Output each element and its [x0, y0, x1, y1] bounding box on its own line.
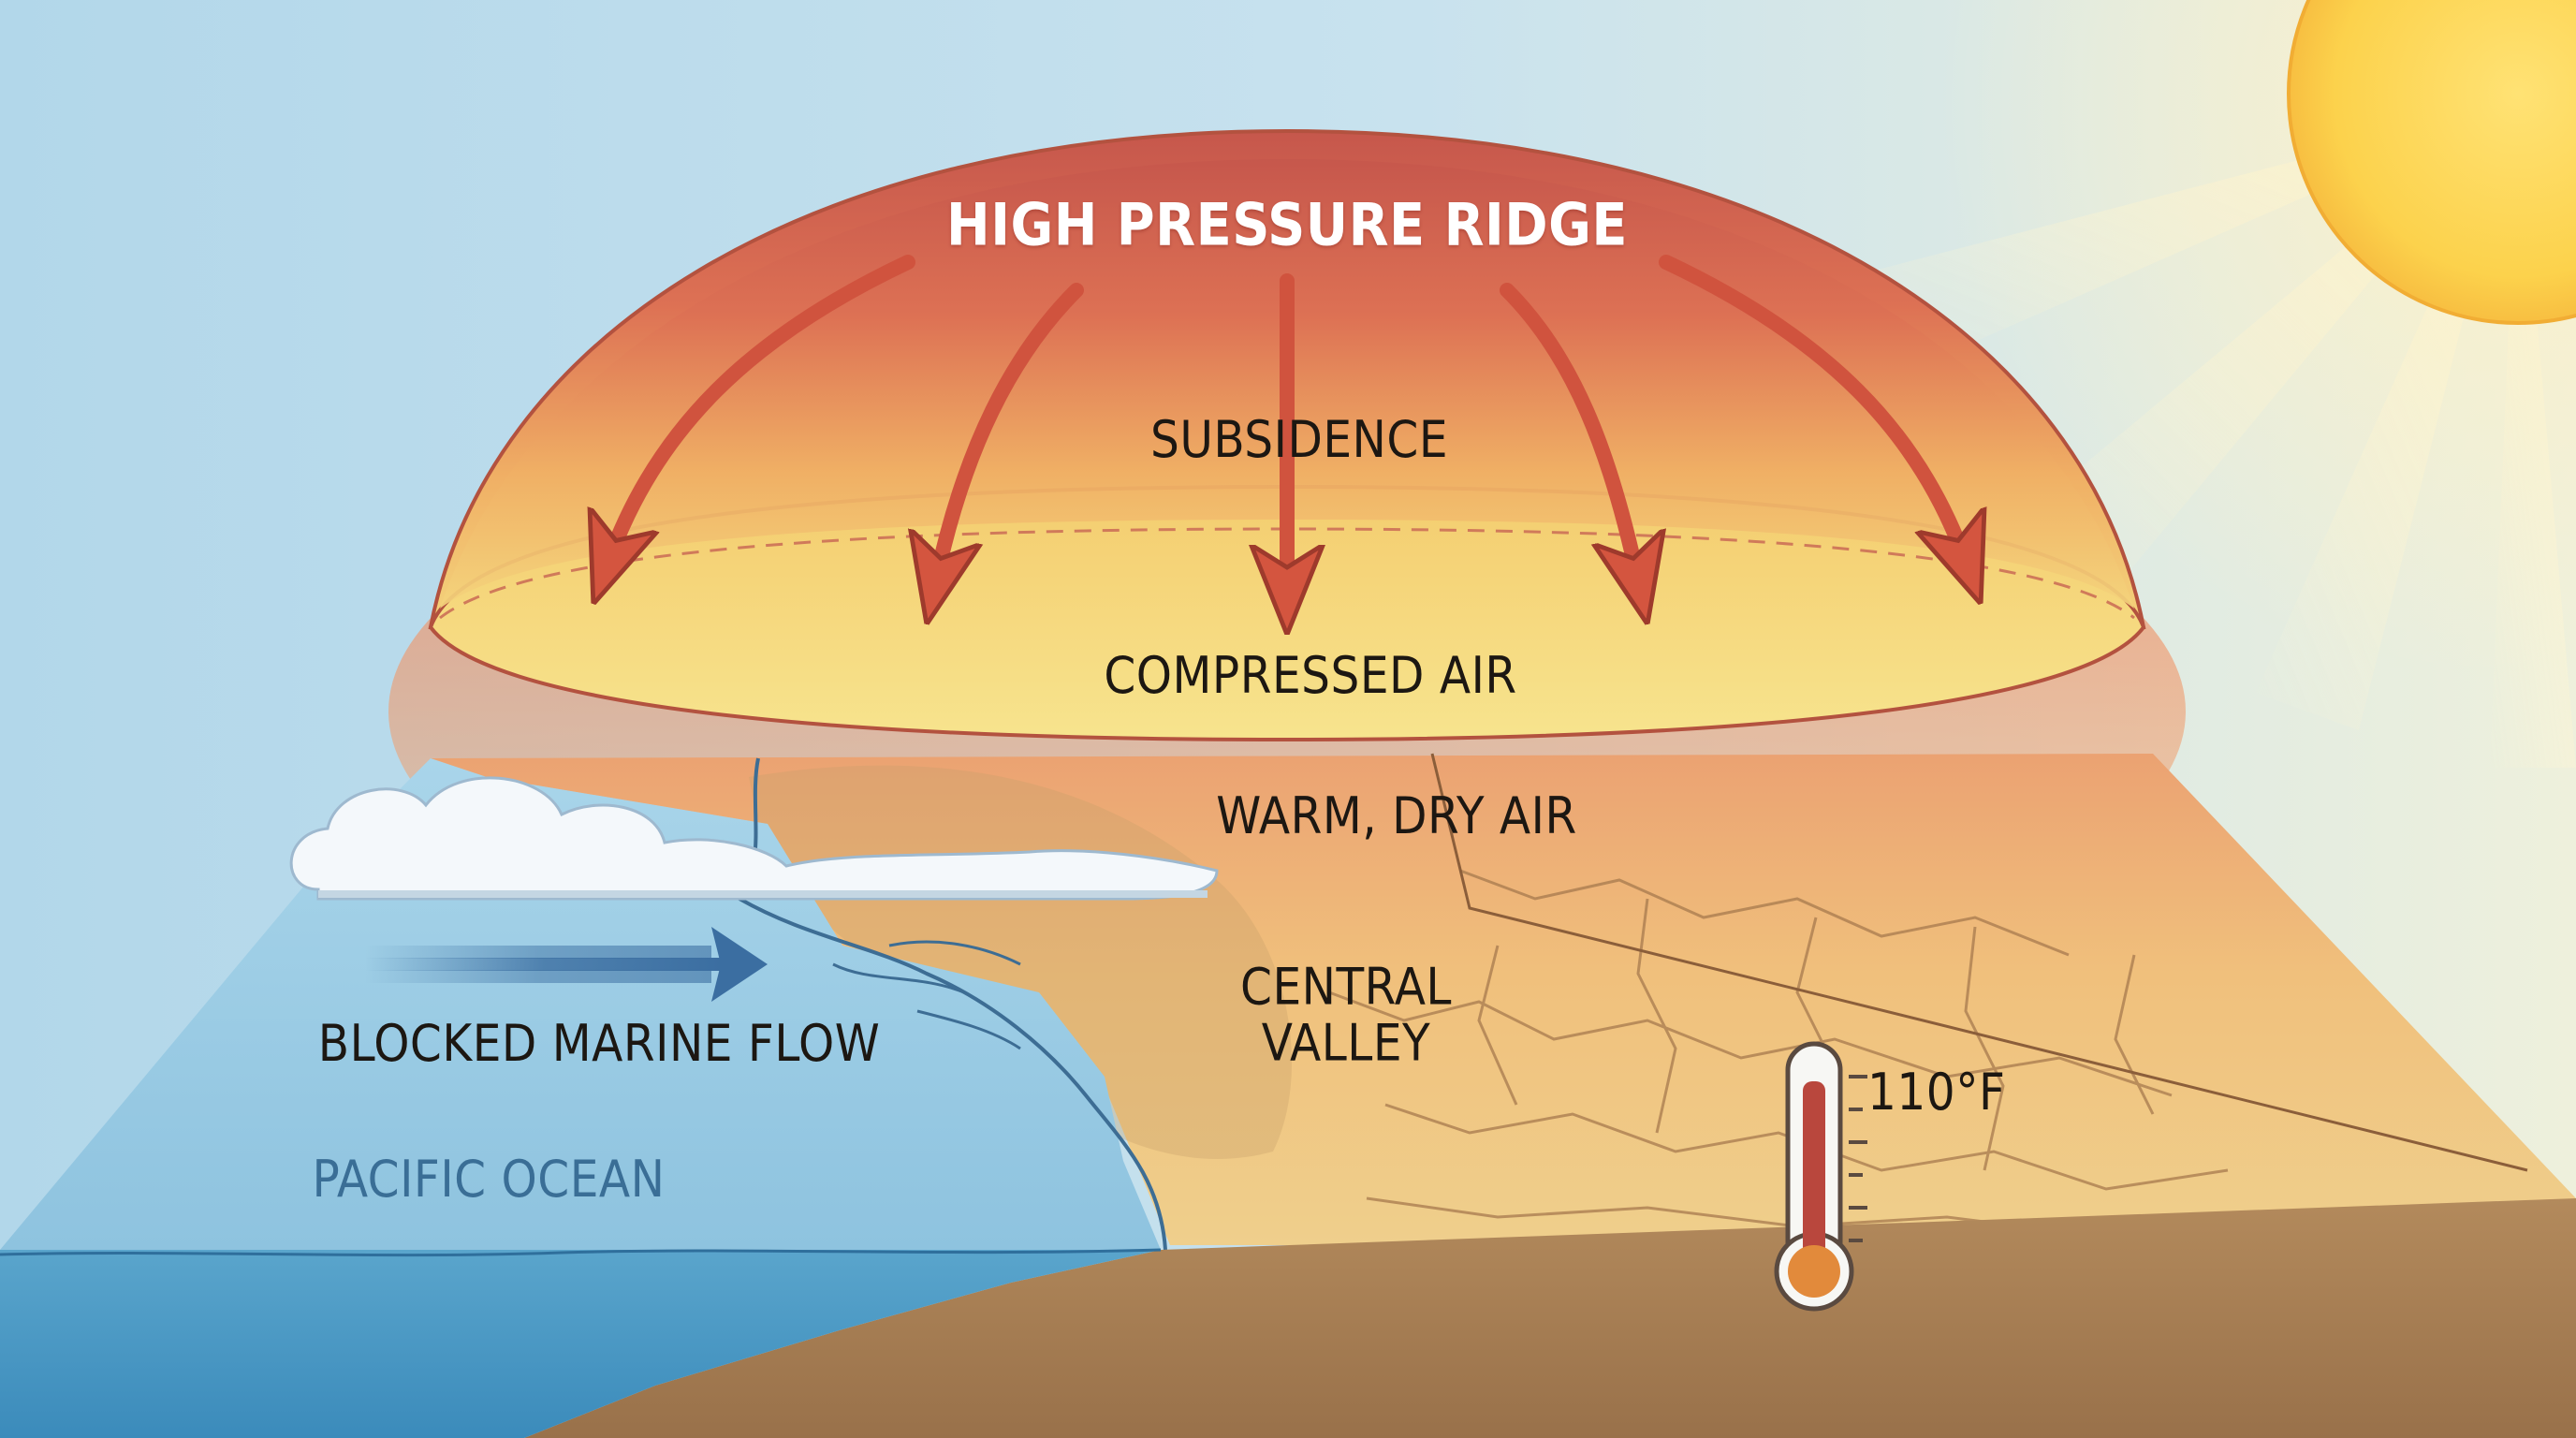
ocean-cross-section — [0, 1250, 1161, 1438]
warm-dry-air-label: WARM, DRY AIR — [1216, 785, 1577, 845]
cloud-icon — [289, 776, 1219, 901]
subsidence-arrow-icon — [1500, 283, 1638, 580]
marine-flow-arrow-icon — [365, 927, 768, 1002]
state-boundary — [1430, 753, 2528, 1172]
ocean-surface — [0, 758, 1161, 1250]
subsidence-label: SUBSIDENCE — [1149, 409, 1449, 469]
thermometer-icon — [1774, 1041, 1867, 1312]
bay-inlets — [832, 940, 1021, 1050]
ocean-surface-edge — [0, 1248, 1162, 1257]
subsidence-arrow-icon — [608, 255, 915, 562]
subsidence-arrow-icon — [1659, 255, 1966, 562]
subsidence-arrow-icon — [936, 283, 1084, 580]
blocked-marine-flow-label: BLOCKED MARINE FLOW — [317, 1013, 881, 1073]
pacific-ocean-label: PACIFIC OCEAN — [312, 1149, 666, 1209]
temperature-label: 110°F — [1867, 1062, 2006, 1122]
central-valley-label: CENTRAL VALLEY — [1240, 957, 1452, 1073]
compressed-air-label: COMPRESSED AIR — [1104, 645, 1517, 705]
high-pressure-ridge-label: HIGH PRESSURE RIDGE — [946, 190, 1628, 259]
soil-cross-section — [524, 1198, 2576, 1438]
sun-icon — [2287, 0, 2576, 325]
subsidence-arrows — [608, 255, 1966, 590]
